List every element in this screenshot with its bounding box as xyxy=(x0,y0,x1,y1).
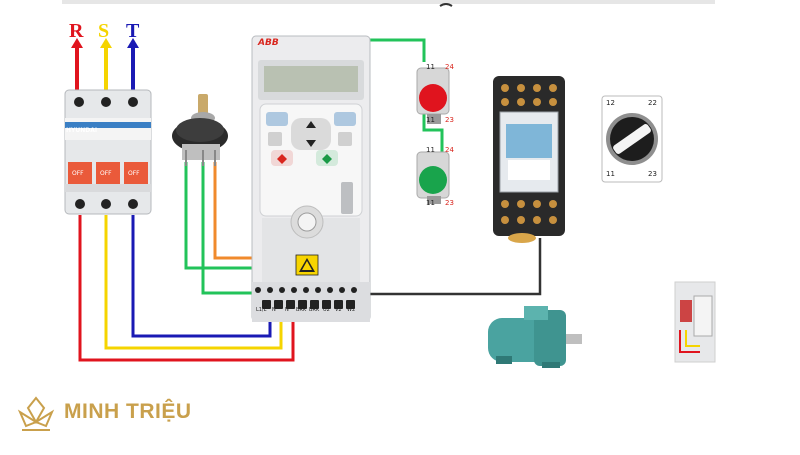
selector-label-23: 23 xyxy=(648,170,657,178)
green-button-label-11-top: 11 xyxy=(426,146,435,154)
breaker-brand: HYUNDAI xyxy=(66,127,98,134)
thumbnail-preview[interactable] xyxy=(674,281,716,363)
top-speck xyxy=(439,3,453,7)
vfd-exit-key[interactable] xyxy=(334,112,356,126)
breaker-state-1: OFF xyxy=(72,170,84,177)
vfd-dir-key[interactable] xyxy=(338,132,352,146)
top-border xyxy=(62,0,715,4)
vfd-terminal-l1: L1/L xyxy=(256,307,267,313)
phase-t-label: T xyxy=(126,20,140,42)
vfd-brand: ABB xyxy=(258,38,279,48)
phase-arrows xyxy=(71,38,139,92)
stop-icon xyxy=(277,154,287,164)
green-button-label-23: 23 xyxy=(445,199,454,207)
vfd-drive xyxy=(251,35,371,322)
vfd-keypad xyxy=(266,112,356,232)
selector-label-22: 22 xyxy=(648,99,657,107)
red-button-label-11-bottom: 11 xyxy=(426,116,435,124)
vfd-arrow-keys[interactable] xyxy=(291,118,331,150)
vfd-terminal-w2: W2 xyxy=(347,307,356,313)
circuit-breaker[interactable] xyxy=(64,89,152,215)
phase-r-label: R xyxy=(69,20,84,42)
warning-icon xyxy=(299,258,315,272)
vfd-terminal-n2: N xyxy=(285,307,289,313)
vfd-terminal-brk2: BRK xyxy=(309,307,320,313)
vfd-terminal-u2: U2 xyxy=(323,307,330,313)
red-button-label-11-top: 11 xyxy=(426,63,435,71)
brand-logo[interactable]: MINH TRIỆU xyxy=(14,392,214,436)
brand-name: MINH TRIỆU xyxy=(64,400,192,423)
vfd-loc-rem-key[interactable] xyxy=(268,132,282,146)
red-stop-button[interactable] xyxy=(416,67,450,124)
vfd-terminal-n1: N xyxy=(272,307,276,313)
green-start-button[interactable] xyxy=(416,151,450,204)
green-button-label-11-bottom: 11 xyxy=(426,199,435,207)
breaker-state-3: OFF xyxy=(128,170,140,177)
green-button-label-24: 24 xyxy=(445,146,454,154)
up-arrow-icon xyxy=(306,121,316,128)
selector-label-12: 12 xyxy=(606,99,615,107)
red-button-label-24: 24 xyxy=(445,63,454,71)
vfd-speed-knob[interactable] xyxy=(297,212,317,232)
vfd-terminal-v2: V2 xyxy=(335,307,342,313)
down-arrow-icon xyxy=(306,140,316,147)
selector-switch[interactable] xyxy=(601,95,663,183)
phase-s-label: S xyxy=(98,20,110,42)
lotus-icon xyxy=(17,396,55,431)
motor xyxy=(488,306,582,368)
red-button-label-23: 23 xyxy=(445,116,454,124)
vfd-menu-key[interactable] xyxy=(266,112,288,126)
breaker-state-2: OFF xyxy=(100,170,112,177)
potentiometer[interactable] xyxy=(172,94,228,166)
vfd-terminal-screws xyxy=(255,287,357,309)
vfd-terminal-brk1: BRK xyxy=(296,307,307,313)
start-icon xyxy=(322,154,332,164)
relay xyxy=(493,76,565,243)
selector-label-11: 11 xyxy=(606,170,615,178)
